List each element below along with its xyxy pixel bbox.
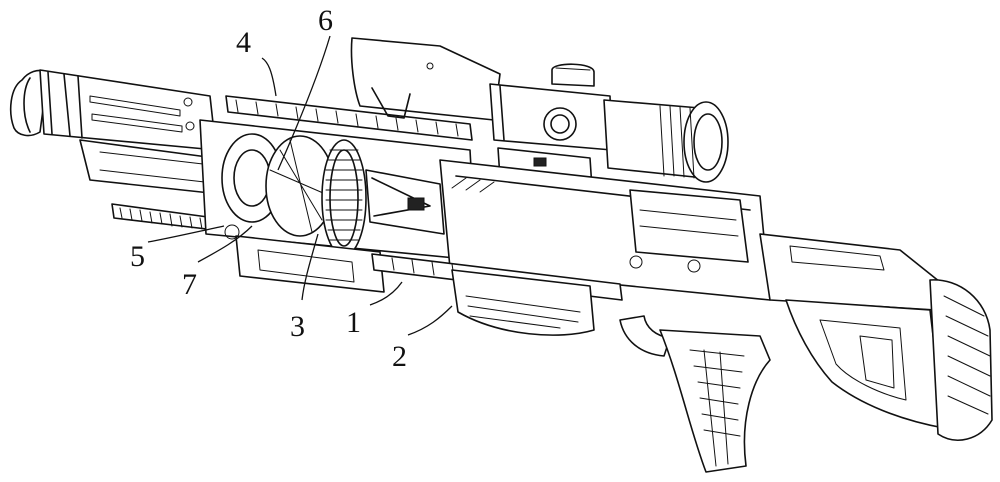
- leader-lines: [147, 35, 453, 336]
- leader-5: [147, 225, 225, 243]
- buttstock: [759, 233, 993, 441]
- leader-1: [369, 281, 403, 306]
- callout-5: 5: [130, 240, 145, 273]
- rotating-cylinder: [199, 95, 477, 293]
- callout-1: 1: [346, 306, 361, 339]
- leader-3: [301, 233, 319, 301]
- scope: [350, 37, 729, 189]
- leader-7: [197, 225, 253, 263]
- leader-2: [407, 305, 453, 336]
- callout-4: 4: [236, 26, 251, 59]
- callout-3: 3: [290, 310, 305, 343]
- callout-2: 2: [392, 340, 407, 373]
- callout-labels: 1 2 3 4 5 6 7: [130, 4, 407, 373]
- pistol-grip: [619, 315, 771, 473]
- leader-6: [277, 35, 331, 171]
- callout-6: 6: [318, 4, 333, 37]
- fore-grip: [451, 269, 595, 336]
- leader-4: [261, 57, 277, 97]
- callout-7: 7: [182, 268, 197, 301]
